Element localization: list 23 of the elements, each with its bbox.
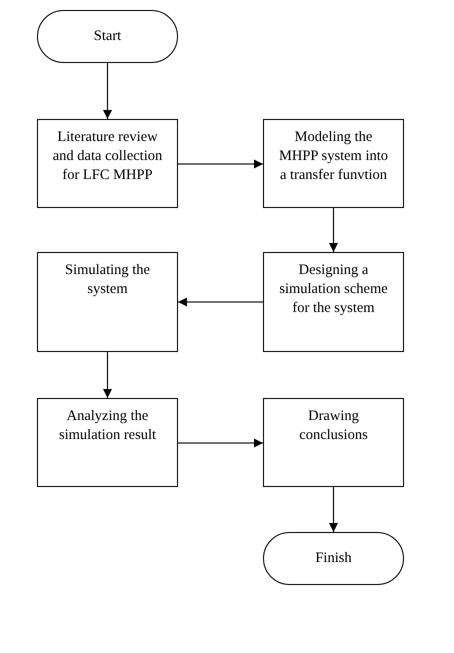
node-label: Modeling the MHPP system into a transfer funvtion xyxy=(278,128,390,185)
node-label: Finish xyxy=(315,549,352,568)
arrow xyxy=(103,352,112,398)
node-label: Simulating the system xyxy=(64,261,151,299)
process-box xyxy=(37,119,178,208)
terminal-shape xyxy=(37,10,178,63)
node-label: Drawing conclusions xyxy=(298,407,369,445)
arrow xyxy=(178,298,263,306)
arrow xyxy=(329,487,338,532)
arrow xyxy=(178,160,263,168)
arrow xyxy=(178,438,263,448)
process-box xyxy=(37,252,178,352)
process-box xyxy=(263,398,404,487)
arrow xyxy=(329,208,338,252)
node-label: Analyzing the simulation result xyxy=(58,407,158,445)
node-label: Designing a simulation scheme for the system xyxy=(278,261,389,318)
process-box xyxy=(37,398,178,487)
process-box xyxy=(263,119,404,208)
terminal-shape xyxy=(263,532,404,585)
arrow xyxy=(103,63,112,119)
node-label: Literature review and data collection for LFC MHPP xyxy=(52,128,164,185)
node-label: Start xyxy=(94,27,122,46)
process-box xyxy=(263,252,404,352)
